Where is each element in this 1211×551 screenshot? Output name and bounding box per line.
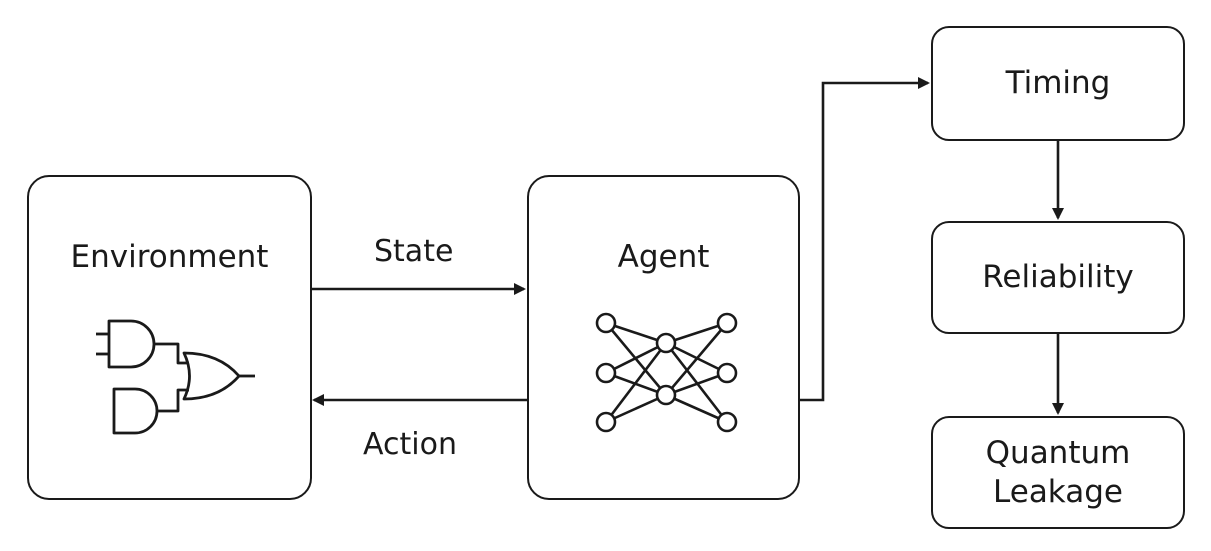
reliability-node: Reliability: [931, 221, 1185, 334]
quantum-leakage-node: Quantum Leakage: [931, 416, 1185, 529]
environment-label: Environment: [70, 239, 269, 275]
agent-to-timing-arrow: [800, 77, 930, 402]
quantum-leakage-label-line-1: Quantum: [985, 434, 1131, 471]
quantum-leakage-label-line-2: Leakage: [993, 473, 1123, 510]
reliability-label: Reliability: [982, 259, 1134, 296]
timing-label: Timing: [1005, 65, 1111, 102]
environment-node: Environment: [27, 175, 312, 500]
action-label: Action: [363, 427, 457, 462]
neural-network-icon: [595, 312, 738, 433]
logic-gate-circuit-icon: [96, 319, 255, 435]
agent-label: Agent: [617, 239, 710, 275]
state-label: State: [374, 234, 454, 269]
timing-node: Timing: [931, 26, 1185, 141]
agent-node: Agent: [527, 175, 800, 500]
quantum-leakage-label: Quantum Leakage: [986, 434, 1131, 512]
